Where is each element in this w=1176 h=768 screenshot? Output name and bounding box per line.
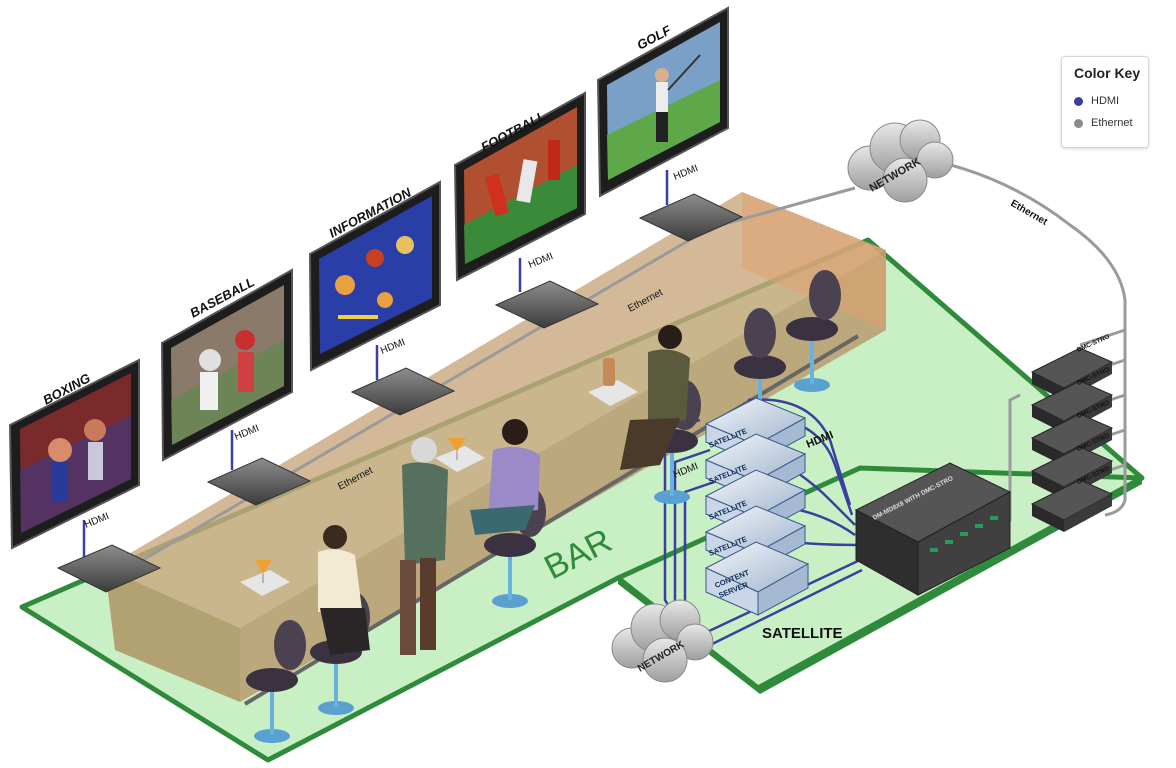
drink [588,358,638,406]
color-key-item-ethernet: Ethernet [1074,117,1133,129]
color-key-label: HDMI [1091,95,1120,107]
satellite-rack: SATELLITE SATELLITE SATELLITE SATELLITE … [672,397,835,616]
screen-information: INFORMATION [308,180,441,372]
screen-boxing: BOXING [8,358,140,550]
color-key-item-hdmi: HDMI [1074,95,1119,107]
drink [240,560,290,596]
hdmi-drops [82,170,669,565]
color-key-title: Color Key [1074,65,1141,81]
hdmi-label-4: HDMI [527,251,555,271]
stream-units: DMC-STRO DMC-STRO DMC-STRO DMC-STRO DMC-… [1030,333,1114,532]
patron-woman-left [318,525,370,655]
patron-man-standing [400,437,448,655]
patron-man-right [620,325,690,470]
screen-baseball: BASEBALL [160,268,293,462]
ethernet-label-3: Ethernet [1009,198,1050,228]
network-cloud-bottom: NETWORK [611,599,714,683]
hdmi-label-5: HDMI [672,163,700,183]
receivers [56,193,744,593]
patron-woman-middle [470,419,540,535]
stool [786,270,841,392]
matrix-switcher: DM-MD8X8 WITH DMC-STRO [854,462,1012,596]
hdmi-label-2: HDMI [233,423,261,443]
network-cloud-top: NETWORK [847,119,954,203]
drink [435,438,485,472]
content-server: CONTENT SERVER [704,541,810,616]
screen-football: FOOTBALL [453,91,586,282]
screen-golf: GOLF [596,6,729,198]
hdmi-label-3: HDMI [379,337,407,357]
color-key: Color Key HDMI Ethernet [1061,56,1149,148]
stool [246,620,306,743]
ethernet-color-dot [1074,118,1083,128]
hdmi-color-dot [1074,96,1083,106]
zone-label-satellite: SATELLITE [762,625,843,642]
patrons [240,325,690,655]
color-key-label: Ethernet [1091,117,1133,129]
hdmi-label-1: HDMI [83,511,111,531]
